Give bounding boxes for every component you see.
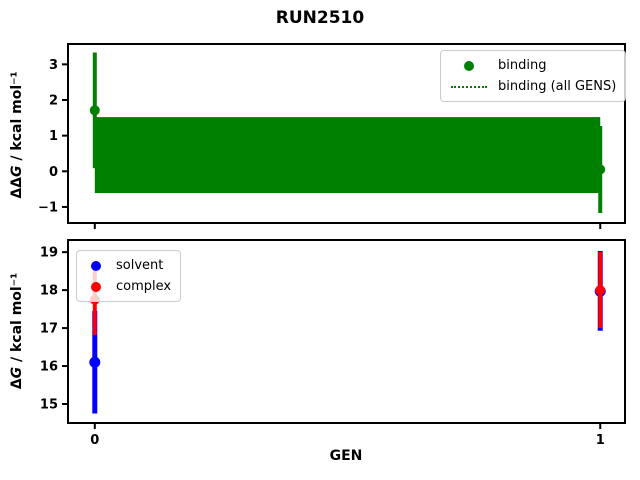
- legend-label: binding (all GENS): [498, 79, 617, 94]
- bottom-y-axis-label-prefix: Δ: [9, 378, 25, 390]
- bottom-y-axis-label: ΔG / kcal mol⁻¹: [9, 273, 25, 389]
- axes-frame-1: [67, 239, 626, 424]
- legend-marker: [85, 260, 107, 271]
- legend-label: binding: [498, 58, 547, 73]
- bottom-y-axis-label-suffix: / kcal mol⁻¹: [9, 272, 25, 367]
- y-tick-label-1-3: 16: [40, 360, 58, 375]
- complex-point-1: [595, 285, 606, 296]
- y-tick-label-1-0: 19: [40, 246, 58, 261]
- y-tick-label-0-0: 3: [49, 58, 58, 73]
- solvent-point-0: [89, 356, 101, 368]
- y-tick-label-1-4: 15: [40, 398, 58, 413]
- top-y-axis-label: ΔΔG / kcal mol⁻¹: [9, 71, 25, 198]
- confidence-band-0: [94, 117, 601, 194]
- x-tick-label-1-1: 1: [596, 433, 605, 448]
- legend-dot-icon: [91, 281, 101, 292]
- legend-label: complex: [116, 279, 172, 294]
- y-tick-label-1-2: 17: [40, 322, 58, 337]
- top-y-axis-label-var: G: [9, 165, 25, 177]
- binding-point-0: [89, 105, 100, 116]
- axes-frame-0: [67, 43, 626, 224]
- y-tick-label-0-2: 1: [49, 129, 58, 144]
- bottom-legend: solvent complex: [76, 250, 182, 302]
- top-y-axis-label-prefix: ΔΔ: [9, 176, 25, 199]
- legend-dot-icon: [91, 260, 101, 271]
- legend-entry-binding: binding: [449, 55, 616, 76]
- legend-marker: [449, 85, 489, 88]
- top-legend: binding binding (all GENS): [440, 50, 627, 102]
- bottom-y-axis-label-var: G: [9, 366, 25, 379]
- chart-title: RUN2510: [275, 8, 365, 28]
- legend-label: solvent: [116, 258, 164, 273]
- top-y-axis-label-suffix: / kcal mol⁻¹: [9, 71, 25, 166]
- legend-entry-complex: complex: [85, 276, 171, 297]
- y-tick-label-0-1: 2: [49, 94, 58, 109]
- y-tick-label-1-1: 18: [40, 284, 58, 299]
- y-tick-label-0-4: −1: [38, 201, 58, 216]
- legend-entry-binding-all-gens-: binding (all GENS): [449, 76, 616, 97]
- y-tick-label-0-3: 0: [49, 165, 58, 180]
- legend-marker: [85, 281, 107, 292]
- legend-dotted-line-icon: [451, 85, 487, 88]
- legend-marker: [449, 60, 489, 71]
- x-tick-label-1-0: 0: [90, 433, 99, 448]
- binding-point-1: [595, 164, 606, 175]
- legend-dot-icon: [464, 60, 474, 71]
- x-axis-label: GEN: [329, 448, 363, 464]
- legend-entry-solvent: solvent: [85, 255, 171, 276]
